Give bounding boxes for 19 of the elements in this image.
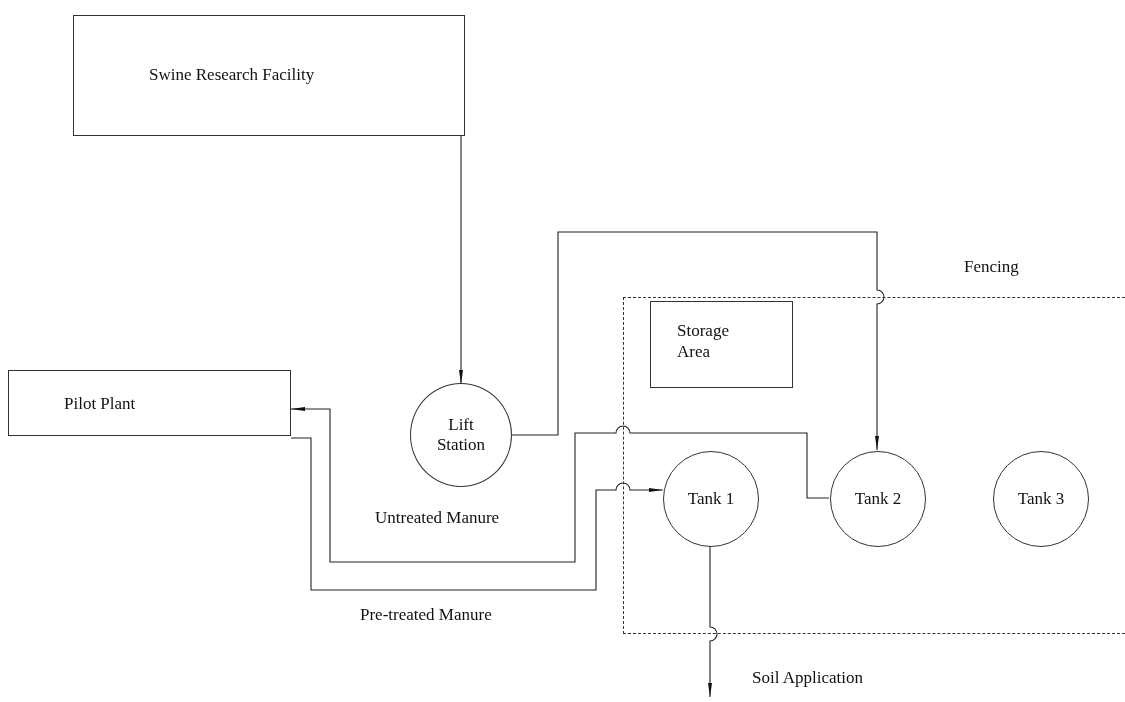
pipe-arrow bbox=[511, 231, 885, 451]
node-label: Tank 2 bbox=[853, 488, 903, 510]
storage-box bbox=[650, 301, 793, 388]
node-label: Lift Station bbox=[435, 414, 487, 456]
flow-label: Soil Application bbox=[752, 668, 863, 688]
node-label: Pilot Plant bbox=[64, 393, 136, 415]
facility-box bbox=[73, 15, 465, 136]
flow-label: Untreated Manure bbox=[375, 508, 500, 528]
node-label: Tank 3 bbox=[1016, 488, 1066, 510]
node-label: Fencing bbox=[964, 256, 1019, 278]
pipe-arrow bbox=[708, 545, 718, 698]
process-box bbox=[8, 370, 291, 436]
flow-label: Pre-treated Manure bbox=[360, 605, 492, 625]
pipe-arrow bbox=[290, 407, 830, 563]
pipe-arrow bbox=[459, 135, 463, 385]
node-label: Storage Area bbox=[677, 320, 730, 363]
node-label: Swine Research Facility bbox=[149, 64, 315, 86]
pipe-arrow bbox=[290, 437, 664, 591]
node-label: Tank 1 bbox=[686, 488, 736, 510]
